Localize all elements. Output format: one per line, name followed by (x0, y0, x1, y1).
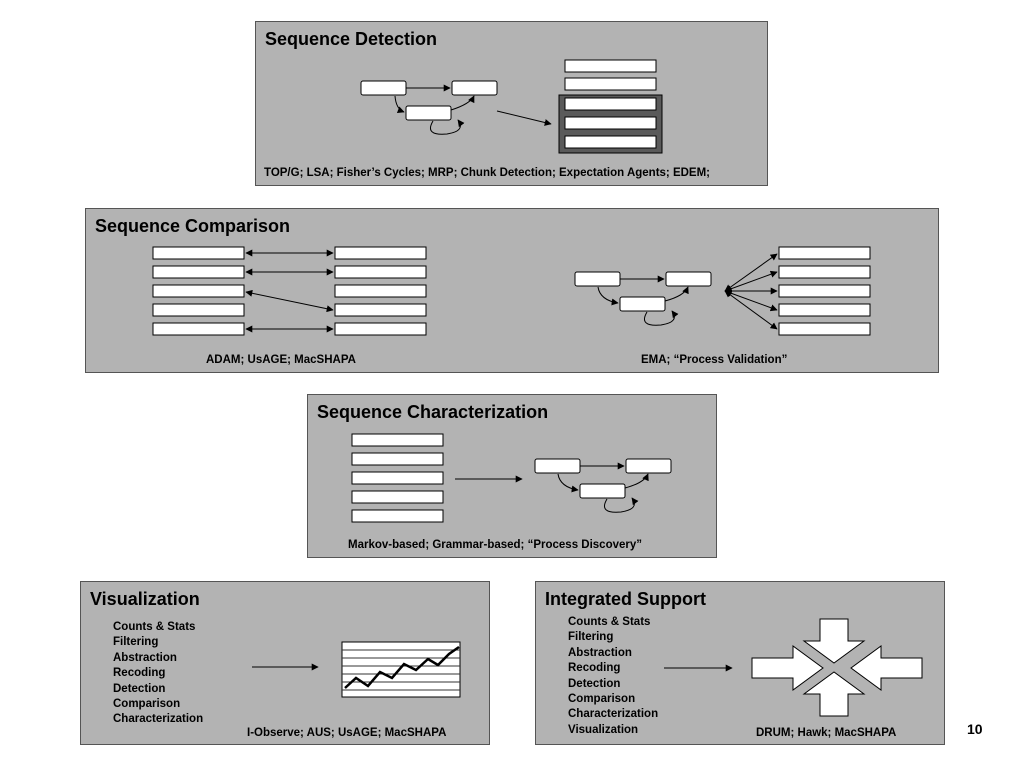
comparison-fan-arrows (724, 246, 871, 336)
sequence-comparison-title: Sequence Comparison (95, 216, 291, 236)
list-item: Detection (113, 682, 166, 695)
list-item: Recoding (113, 667, 166, 680)
list-item: Comparison (568, 693, 636, 706)
sequence-row (778, 246, 871, 260)
sequence-row (564, 97, 657, 111)
state-node (579, 483, 626, 499)
sequence-row (778, 303, 871, 317)
sequence-row (351, 471, 444, 485)
list-item: Comparison (113, 698, 181, 711)
sequence-detection-caption: TOP/G; LSA; Fisher’s Cycles; MRP; Chunk … (264, 167, 711, 179)
sequence-detection-title: Sequence Detection (265, 29, 438, 49)
sequence-row (152, 284, 245, 298)
list-item: Filtering (568, 631, 614, 644)
sequence-row (152, 246, 245, 260)
sequence-row (778, 284, 871, 298)
integrated-support-caption: DRUM; Hawk; MacSHAPA (756, 727, 897, 739)
sequence-characterization-caption: Markov-based; Grammar-based; “Process Di… (348, 539, 643, 551)
converging-arrows-icon (751, 618, 923, 717)
visualization-caption: I-Observe; AUS; UsAGE; MacSHAPA (247, 727, 447, 739)
list-item: Recoding (568, 662, 621, 675)
state-node (625, 458, 672, 474)
sequence-row (778, 265, 871, 279)
sequence-comparison-caption-right: EMA; “Process Validation” (641, 354, 788, 366)
sequence-row (334, 284, 427, 298)
state-node (360, 80, 407, 96)
list-item: Abstraction (568, 646, 632, 659)
sequence-row (564, 77, 657, 91)
comparison-state-graph (574, 271, 712, 326)
integrated-support-title: Integrated Support (545, 589, 706, 609)
sequence-row (334, 246, 427, 260)
state-node (534, 458, 581, 474)
sequence-detection-panel (255, 21, 768, 186)
sequence-row (334, 265, 427, 279)
line-chart-icon (341, 641, 461, 698)
state-node (405, 105, 452, 121)
list-item: Counts & Stats (113, 621, 196, 633)
sequence-row (334, 322, 427, 336)
list-item: Characterization (568, 708, 659, 721)
sequence-row (778, 322, 871, 336)
list-item: Filtering (113, 636, 159, 649)
sequence-row (152, 265, 245, 279)
sequence-row (152, 303, 245, 317)
arrow-to-list (496, 110, 552, 126)
sequence-row (564, 59, 657, 73)
detection-state-graph (360, 80, 498, 135)
sequence-row (351, 490, 444, 504)
list-item: Characterization (113, 713, 204, 726)
list-item: Visualization (568, 723, 639, 736)
visualization-list: Counts & Stats Filtering Abstraction Rec… (113, 620, 203, 728)
characterization-state-graph (534, 458, 672, 513)
sequence-row (351, 452, 444, 466)
sequence-row (334, 303, 427, 317)
characterization-sequence-list (351, 433, 444, 523)
sequence-row (564, 135, 657, 149)
state-node (451, 80, 498, 96)
list-item: Abstraction (113, 651, 177, 664)
list-item: Counts & Stats (568, 616, 651, 628)
state-node (574, 271, 621, 287)
sequence-row (351, 509, 444, 523)
sequence-row (564, 116, 657, 130)
sequence-comparison-caption-left: ADAM; UsAGE; MacSHAPA (206, 354, 356, 366)
page-number: 10 (967, 721, 983, 737)
sequence-characterization-title: Sequence Characterization (317, 402, 549, 422)
comparison-sequence-lists (152, 246, 427, 336)
detection-sequence-list (558, 59, 663, 154)
list-item: Detection (568, 677, 621, 690)
integrated-support-list: Counts & Stats Filtering Abstraction Rec… (568, 615, 658, 738)
sequence-row (351, 433, 444, 447)
state-node (619, 296, 666, 312)
visualization-title: Visualization (90, 589, 200, 609)
sequence-row (152, 322, 245, 336)
state-node (665, 271, 712, 287)
